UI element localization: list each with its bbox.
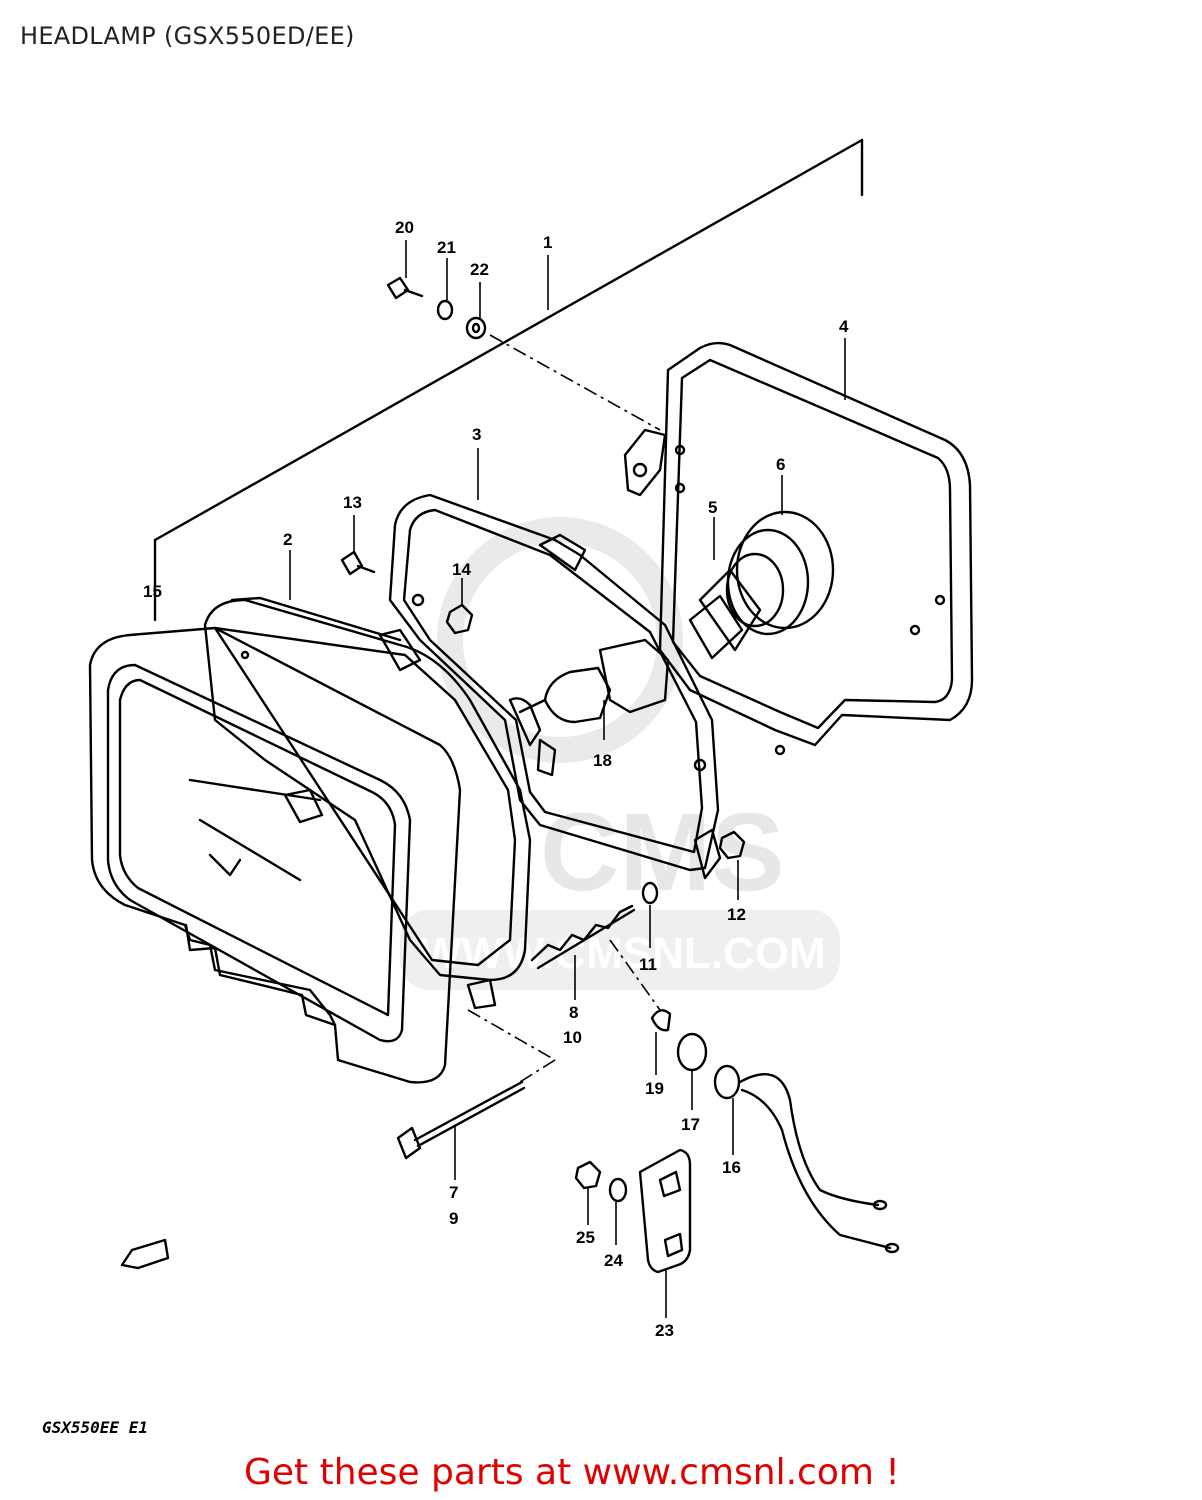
page-title: HEADLAMP (GSX550ED/EE) xyxy=(20,22,355,50)
leader-lines xyxy=(289,240,846,1318)
headlamp-bulb xyxy=(518,638,670,724)
callout-13: 13 xyxy=(343,493,362,512)
callout-18: 18 xyxy=(593,751,612,770)
callout-6: 6 xyxy=(776,455,785,474)
callout-24: 24 xyxy=(604,1251,623,1270)
callout-11: 11 xyxy=(639,955,657,974)
headlamp-housing xyxy=(623,341,974,756)
callout-labels: 20 21 22 1 4 3 6 13 5 2 14 15 18 12 11 8… xyxy=(143,218,849,1340)
callout-8: 8 xyxy=(569,1003,578,1022)
callout-23: 23 xyxy=(655,1321,674,1340)
small-hardware xyxy=(340,276,900,1274)
model-code-label: GSX550EE E1 xyxy=(42,1418,148,1437)
callout-21: 21 xyxy=(437,238,456,257)
callout-17: 17 xyxy=(681,1115,700,1134)
callout-15: 15 xyxy=(143,582,162,601)
watermark-url: WWW.CMSNL.COM xyxy=(420,929,826,978)
front-bezel xyxy=(88,626,462,1084)
callout-3: 3 xyxy=(472,425,481,444)
callout-16: 16 xyxy=(722,1158,741,1177)
callout-2: 2 xyxy=(283,530,292,549)
watermark-logo: CMS xyxy=(540,791,784,914)
callout-1: 1 xyxy=(543,233,552,252)
callout-20: 20 xyxy=(395,218,414,237)
bulb-socket xyxy=(688,510,835,660)
callout-25: 25 xyxy=(576,1228,595,1247)
callout-4: 4 xyxy=(839,317,849,336)
front-arrow-icon xyxy=(120,1238,170,1270)
callout-10: 10 xyxy=(563,1028,582,1047)
callout-9: 9 xyxy=(449,1209,458,1228)
callout-5: 5 xyxy=(708,498,717,517)
callout-19: 19 xyxy=(645,1079,664,1098)
cmsnl-watermark: CMS WWW.CMSNL.COM xyxy=(400,517,840,990)
callout-7: 7 xyxy=(449,1183,458,1202)
callout-12: 12 xyxy=(727,905,746,924)
alignment-lines xyxy=(467,334,661,1083)
callout-14: 14 xyxy=(452,560,471,579)
assembly-1-outline xyxy=(153,138,864,622)
callout-22: 22 xyxy=(470,260,489,279)
cta-link[interactable]: Get these parts at www.cmsnl.com ! xyxy=(244,1452,900,1493)
